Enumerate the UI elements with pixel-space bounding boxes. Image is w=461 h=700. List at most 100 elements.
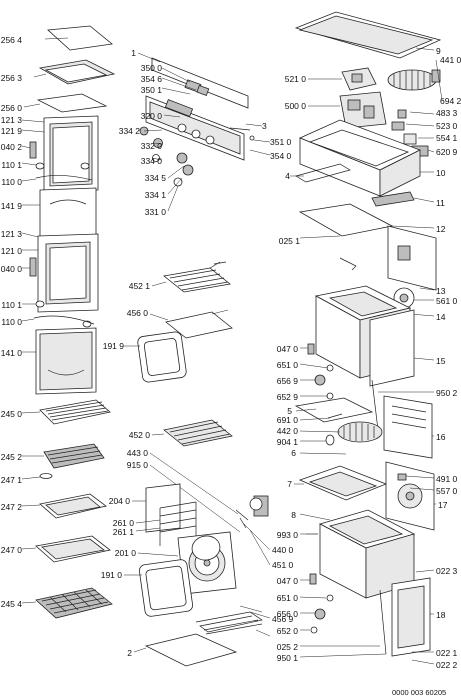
label-part-number: 261 0 xyxy=(112,518,134,528)
label-part-number: 245 4 xyxy=(0,599,22,609)
part-8-main-cavity xyxy=(299,509,416,599)
part-256-4-panel xyxy=(44,25,113,51)
part-452-1-grill-element xyxy=(151,261,231,293)
label-part-number: 121 3 xyxy=(0,229,22,239)
part-17-fan-panel xyxy=(385,461,436,531)
part-7-lower-frame xyxy=(294,465,388,501)
part-950-2-strip xyxy=(371,379,434,431)
label-part-number: 691 0 xyxy=(276,415,298,425)
part-fan-motor-mount xyxy=(235,495,271,566)
part-204-0-side-panel xyxy=(132,483,181,533)
label-part-number: 350 0 xyxy=(140,63,162,73)
label-part-number: 452 1 xyxy=(128,281,150,291)
label-part-number: 523 0 xyxy=(436,121,458,131)
label-part-number: 521 0 xyxy=(284,74,306,84)
part-247-2-baking-tray xyxy=(21,493,107,519)
label-part-number: 557 0 xyxy=(436,486,458,496)
label-part-number: 040 0 xyxy=(0,264,22,274)
label-part-number: 16 xyxy=(436,432,446,442)
label-part-number: 331 0 xyxy=(144,207,166,217)
part-351-354-screws xyxy=(229,123,271,156)
label-part-number: 915 0 xyxy=(126,460,148,470)
part-191-0-oven-seal xyxy=(124,559,194,617)
part-4-rail xyxy=(290,163,351,183)
part-9-top-cover xyxy=(294,11,442,59)
label-part-number: 121 9 xyxy=(0,126,22,136)
label-part-number: 652 0 xyxy=(276,626,298,636)
part-256-3-panel xyxy=(33,59,116,85)
label-part-number: 022 3 xyxy=(436,566,458,576)
label-part-number: 620 9 xyxy=(436,147,458,157)
part-lamp-parts-upper xyxy=(299,343,334,400)
label-part-number: 561 0 xyxy=(436,296,458,306)
label-part-number: 456 9 xyxy=(272,614,294,624)
label-part-number: 11 xyxy=(436,198,445,208)
part-191-9-door-seal xyxy=(124,331,187,383)
label-part-number: 245 2 xyxy=(0,452,22,462)
part-lamp-parts-lower xyxy=(299,573,334,634)
label-part-number: 9 xyxy=(436,46,441,56)
label-part-number: 500 0 xyxy=(284,101,306,111)
label-part-number: 110 1 xyxy=(1,160,22,170)
part-443-0-bracket xyxy=(149,452,241,533)
label-part-number: 451 0 xyxy=(272,560,294,570)
label-part-number: 3 xyxy=(262,121,267,131)
label-part-number: 141 0 xyxy=(0,348,22,358)
label-part-number: 656 9 xyxy=(276,376,298,386)
part-15-cavity-side xyxy=(369,309,435,387)
label-part-number: 993 0 xyxy=(276,530,298,540)
part-320-0-fascia xyxy=(145,95,245,161)
label-part-number: 443 0 xyxy=(126,448,148,458)
label-part-number: 256 4 xyxy=(0,35,22,45)
label-part-number: 8 xyxy=(291,510,296,520)
label-part-number: 694 2 xyxy=(440,96,461,106)
label-part-number: 483 3 xyxy=(436,108,458,118)
part-261-side-rails xyxy=(135,501,197,546)
part-442-0-tangential-fan xyxy=(299,413,383,446)
label-part-number: 121 3 xyxy=(0,115,22,125)
label-part-number: 110 0 xyxy=(1,177,22,187)
part-5-heat-shield xyxy=(294,397,374,423)
label-part-number: 656 0 xyxy=(276,609,298,619)
label-part-number: 204 0 xyxy=(108,496,130,506)
label-part-number: 4 xyxy=(285,171,290,181)
label-part-number: 950 2 xyxy=(436,388,458,398)
label-part-number: 904 1 xyxy=(276,437,298,447)
part-11-bar xyxy=(371,191,435,207)
part-141-0-outer-glass xyxy=(22,327,97,395)
label-part-number: 047 0 xyxy=(276,576,298,586)
label-part-number: 320 0 xyxy=(140,111,162,121)
part-245-2-grill-rack xyxy=(21,443,105,480)
label-part-number: 022 2 xyxy=(436,660,458,670)
label-part-number: 247 0 xyxy=(0,545,22,555)
label-part-number: 651 0 xyxy=(276,360,298,370)
label-part-number: 950 1 xyxy=(276,653,298,663)
label-part-number: 247 1 xyxy=(0,475,22,485)
label-part-number: 6 xyxy=(291,448,296,458)
label-part-number: 040 2 xyxy=(0,142,22,152)
label-part-number: 17 xyxy=(438,500,448,510)
label-part-number: 332 0 xyxy=(140,141,162,151)
label-part-number: 256 0 xyxy=(0,103,22,113)
part-521-0-switch-module xyxy=(308,67,377,91)
part-500-0-electronics xyxy=(308,91,387,129)
label-part-number: 440 0 xyxy=(272,545,294,555)
drawing-code: 0000 003 60205 xyxy=(392,688,447,697)
label-part-number: 245 0 xyxy=(0,409,22,419)
label-part-number: 651 0 xyxy=(276,593,298,603)
label-part-number: 350 1 xyxy=(140,85,162,95)
part-16-back-plate xyxy=(383,395,434,459)
label-part-number: 201 0 xyxy=(114,548,136,558)
label-part-number: 110 1 xyxy=(1,300,22,310)
label-part-number: 110 0 xyxy=(1,317,22,327)
part-door-handle-clips-1 xyxy=(21,162,93,182)
label-part-number: 14 xyxy=(436,312,446,322)
label-part-number: 554 1 xyxy=(436,133,458,143)
label-part-number: 047 0 xyxy=(276,344,298,354)
label-part-number: 1 xyxy=(131,48,136,58)
label-part-number: 452 0 xyxy=(128,430,150,440)
part-245-0-wire-rack xyxy=(21,399,111,425)
part-245-4-grid-tray xyxy=(21,587,113,619)
label-part-number: 354 6 xyxy=(140,74,162,84)
